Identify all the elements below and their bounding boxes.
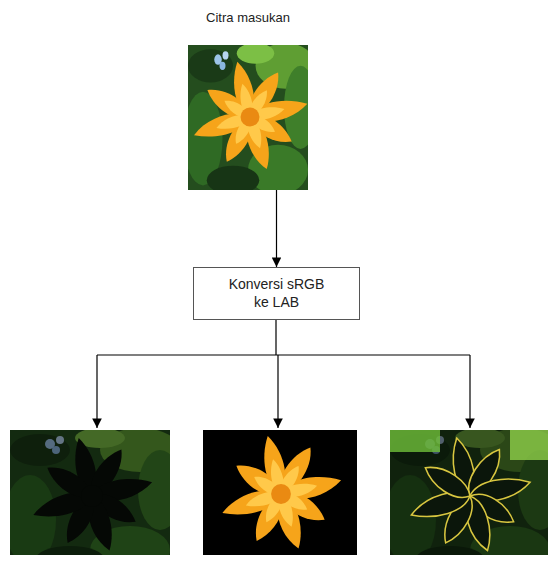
process-box: Konversi sRGB ke LAB xyxy=(193,267,360,320)
input-image xyxy=(188,45,308,190)
split-arrow xyxy=(469,355,470,428)
split-arrow xyxy=(96,355,97,428)
background-output-image xyxy=(10,430,170,555)
flower-output-image xyxy=(203,430,357,555)
split-arrow xyxy=(277,355,278,428)
process-label: Konversi sRGB ke LAB xyxy=(223,276,331,311)
edge-output-image xyxy=(390,430,548,555)
image-panel: Citra masukan xyxy=(168,8,328,190)
image-title: Citra masukan xyxy=(206,10,290,26)
flow-arrow xyxy=(276,190,277,267)
split-line xyxy=(97,320,470,355)
